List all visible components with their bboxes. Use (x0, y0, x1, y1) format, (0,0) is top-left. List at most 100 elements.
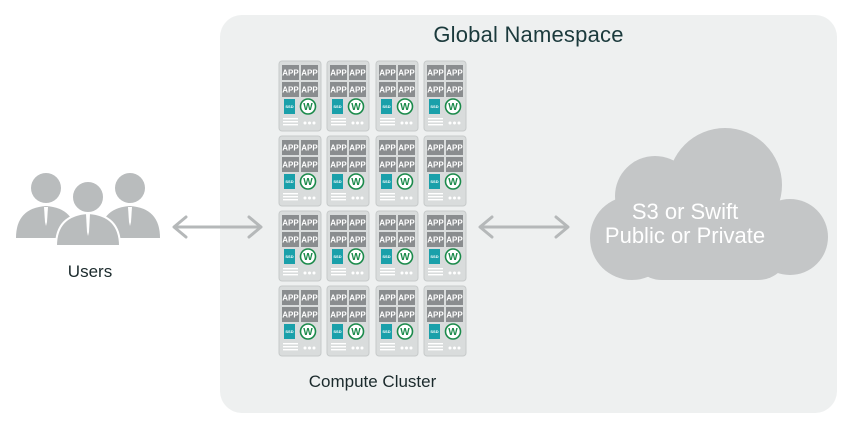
svg-text:W: W (303, 327, 313, 338)
users-cluster-arrow (172, 215, 263, 239)
app-block: APP (379, 232, 396, 247)
app-block: APP (282, 307, 299, 322)
app-block: APP (282, 157, 299, 172)
app-block: APP (427, 215, 444, 230)
ssd-block: SSD (429, 324, 440, 339)
svg-text:APP: APP (379, 311, 396, 320)
svg-text:SSD: SSD (285, 179, 293, 184)
svg-text:APP: APP (427, 294, 444, 303)
app-block: APP (398, 157, 415, 172)
ssd-block: SSD (284, 324, 295, 339)
app-block: APP (349, 82, 366, 97)
svg-text:APP: APP (427, 86, 444, 95)
app-block: APP (330, 82, 347, 97)
svg-text:APP: APP (398, 236, 415, 245)
app-block: APP (398, 65, 415, 80)
svg-text:W: W (351, 252, 361, 263)
ssd-block: SSD (381, 174, 392, 189)
weka-logo-icon: W (396, 248, 414, 265)
svg-text:APP: APP (379, 236, 396, 245)
app-block: APP (379, 140, 396, 155)
svg-text:SSD: SSD (333, 254, 341, 259)
svg-text:W: W (351, 102, 361, 113)
app-block: APP (330, 65, 347, 80)
svg-text:APP: APP (349, 144, 366, 153)
svg-text:APP: APP (446, 311, 463, 320)
app-block: APP (301, 215, 318, 230)
app-block: APP (379, 307, 396, 322)
svg-text:APP: APP (282, 144, 299, 153)
app-block: APP (379, 65, 396, 80)
svg-text:APP: APP (282, 161, 299, 170)
svg-text:APP: APP (379, 144, 396, 153)
svg-text:APP: APP (427, 144, 444, 153)
weka-logo-icon: W (396, 323, 414, 340)
svg-text:APP: APP (330, 144, 347, 153)
svg-text:APP: APP (427, 161, 444, 170)
svg-text:APP: APP (349, 69, 366, 78)
ssd-block: SSD (332, 249, 343, 264)
svg-text:W: W (400, 327, 410, 338)
svg-text:APP: APP (282, 69, 299, 78)
app-block: APP (282, 140, 299, 155)
svg-text:W: W (448, 102, 458, 113)
svg-text:APP: APP (330, 236, 347, 245)
svg-text:W: W (303, 252, 313, 263)
app-block: APP (427, 232, 444, 247)
app-block: APP (379, 157, 396, 172)
app-block: APP (301, 65, 318, 80)
svg-text:APP: APP (330, 86, 347, 95)
app-block: APP (330, 290, 347, 305)
svg-text:SSD: SSD (285, 254, 293, 259)
svg-text:APP: APP (379, 219, 396, 228)
svg-text:APP: APP (398, 86, 415, 95)
namespace-title: Global Namespace (433, 22, 624, 47)
app-block: APP (398, 82, 415, 97)
svg-text:SSD: SSD (382, 104, 390, 109)
svg-text:W: W (303, 102, 313, 113)
app-block: APP (446, 157, 463, 172)
app-block: APP (301, 307, 318, 322)
app-block: APP (427, 140, 444, 155)
ssd-block: SSD (332, 324, 343, 339)
svg-text:APP: APP (330, 311, 347, 320)
app-block: APP (282, 65, 299, 80)
user-head-right (115, 173, 145, 203)
svg-text:SSD: SSD (382, 179, 390, 184)
app-block: APP (330, 232, 347, 247)
svg-text:APP: APP (398, 144, 415, 153)
users-label: Users (67, 262, 113, 281)
svg-text:APP: APP (379, 161, 396, 170)
svg-text:APP: APP (301, 86, 318, 95)
svg-text:SSD: SSD (430, 179, 438, 184)
svg-text:W: W (448, 327, 458, 338)
ssd-block: SSD (381, 249, 392, 264)
svg-text:APP: APP (398, 311, 415, 320)
svg-text:APP: APP (349, 236, 366, 245)
svg-text:APP: APP (301, 311, 318, 320)
cluster-cloud-arrow (478, 215, 570, 239)
app-block: APP (427, 157, 444, 172)
svg-text:APP: APP (282, 294, 299, 303)
svg-text:APP: APP (301, 236, 318, 245)
svg-text:APP: APP (349, 294, 366, 303)
svg-text:SSD: SSD (382, 254, 390, 259)
app-block: APP (446, 65, 463, 80)
app-block: APP (379, 82, 396, 97)
ssd-block: SSD (284, 249, 295, 264)
svg-text:APP: APP (427, 219, 444, 228)
app-block: APP (446, 290, 463, 305)
weka-logo-icon: W (299, 98, 317, 115)
svg-text:APP: APP (379, 86, 396, 95)
app-block: APP (349, 290, 366, 305)
app-block: APP (398, 307, 415, 322)
